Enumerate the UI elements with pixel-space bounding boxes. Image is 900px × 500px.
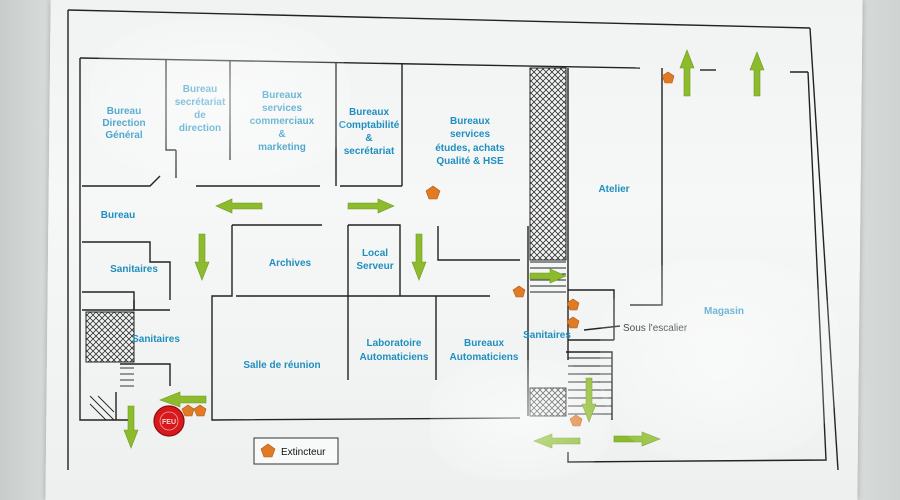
- room-sanitaires-left: Sanitaires: [132, 334, 180, 345]
- room-magasin: Magasin: [704, 306, 744, 317]
- extinguisher-icon: [181, 404, 195, 417]
- annotation-sous-escalier: Sous l'escalier: [623, 323, 688, 334]
- legend: Extincteur: [253, 437, 339, 465]
- extinguisher-icon: [425, 185, 441, 200]
- legend-extinguisher-icon: [260, 443, 276, 458]
- extinguisher-icon: [661, 71, 675, 84]
- extinguisher-icon: [193, 404, 207, 417]
- arrow-right-icon: [347, 198, 395, 214]
- extinguisher-icon: [566, 316, 580, 329]
- room-bureau: Bureau: [101, 210, 135, 221]
- room-sanitaires-top: Sanitaires: [110, 264, 158, 275]
- arrow-up-icon: [749, 51, 765, 97]
- arrow-down-icon: [194, 233, 210, 281]
- room-salle-reunion: Salle de réunion: [243, 360, 320, 371]
- room-archives: Archives: [269, 258, 312, 269]
- room-sanitaires-mid: Sanitaires: [523, 330, 571, 341]
- alarm-label: FEU: [162, 419, 176, 426]
- extinguisher-icon: [569, 414, 583, 427]
- fire-alarm-marker: FEU: [153, 405, 185, 437]
- extinguisher-icon: [566, 298, 580, 311]
- arrow-left-icon: [533, 433, 581, 449]
- evacuation-arrows: [123, 49, 765, 449]
- arrow-left-icon: [215, 198, 263, 214]
- extinguisher-icon: [512, 285, 526, 298]
- room-atelier: Atelier: [598, 184, 629, 195]
- arrow-down-icon: [123, 405, 139, 449]
- arrow-left-icon: [159, 391, 207, 408]
- arrow-down-icon: [411, 233, 427, 281]
- legend-extincteur-label: Extincteur: [281, 447, 326, 458]
- arrow-up-icon: [679, 49, 695, 97]
- arrow-down-icon: [581, 377, 597, 423]
- arrow-right-icon: [529, 268, 567, 284]
- arrow-right-icon: [613, 431, 661, 447]
